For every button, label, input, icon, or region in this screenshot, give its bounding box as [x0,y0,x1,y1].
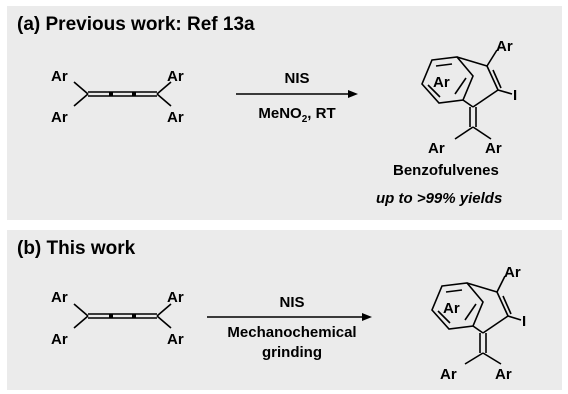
iodo-label: I [513,87,517,104]
reaction-scheme-a: Ar Ar Ar Ar NIS MeNO2, RT A [51,38,517,157]
allene-carbon-dot [109,314,113,318]
reaction-scheme-b: Ar Ar Ar Ar NIS Mechanochemical grinding [51,264,526,383]
aryl-label: Ar [167,289,184,306]
aryl-label: Ar [485,140,502,157]
conditions-label: MeNO2, RT [258,105,335,125]
aryl-label: Ar [51,109,68,126]
panel-a-title: (a) Previous work: Ref 13a [17,14,255,35]
allene-carbon-dot [132,92,136,96]
allene-carbon-dot [132,314,136,318]
product-name: Benzofulvenes [393,162,499,179]
aryl-label: Ar [496,38,513,55]
aryl-label: Ar [443,300,460,317]
aryl-label: Ar [51,289,68,306]
allene-carbon-dot [109,92,113,96]
yield-note: up to >99% yields [376,190,503,207]
panel-previous-work: (a) Previous work: Ref 13a Ar Ar Ar Ar N… [7,6,562,220]
aryl-label: Ar [167,331,184,348]
aryl-label: Ar [167,68,184,85]
conditions-label: grinding [262,344,322,361]
product-benzofulvene [421,49,513,140]
arrow-head [348,90,358,98]
arrow-head [362,313,372,321]
aryl-label: Ar [51,331,68,348]
aryl-label: Ar [440,366,457,383]
conditions-label: Mechanochemical [227,324,356,341]
reactant-butatriene [73,303,172,329]
product-benzofulvene [431,275,522,365]
reagent-label: NIS [284,70,309,87]
aryl-label: Ar [504,264,521,281]
aryl-label: Ar [495,366,512,383]
aryl-label: Ar [433,74,450,91]
panel-this-work: (b) This work Ar Ar Ar Ar NIS Mechanoche… [7,230,562,390]
iodo-label: I [522,313,526,330]
aryl-label: Ar [428,140,445,157]
reactant-butatriene [73,81,172,107]
aryl-label: Ar [51,68,68,85]
panel-b-title: (b) This work [17,238,136,259]
reagent-label: NIS [279,294,304,311]
aryl-label: Ar [167,109,184,126]
